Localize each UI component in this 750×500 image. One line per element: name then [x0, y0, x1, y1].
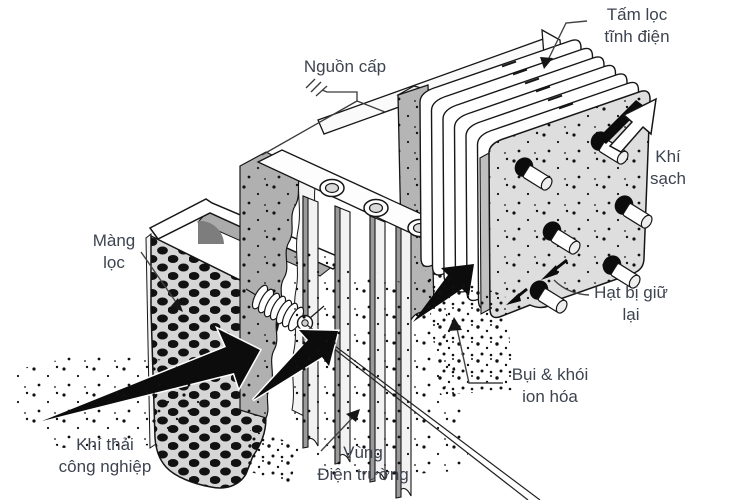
- trapped-particle-arrow-icon: [506, 258, 568, 305]
- clean-air-arrow-icon: [598, 97, 657, 153]
- front-collector-plate: [479, 90, 653, 319]
- label-clean-air: Khí sạch: [650, 147, 686, 188]
- inlet-flow-arrow-icon: [41, 325, 263, 423]
- dust-particles: [15, 240, 515, 485]
- label-electrostatic-plates: Tấm lọc tĩnh điện: [604, 5, 670, 46]
- label-power-supply: Nguồn cấp: [303, 57, 387, 76]
- label-ionized-dust: Bụi & khói ion hóa: [511, 365, 589, 406]
- label-electric-field: Vùng Điện trường: [317, 443, 409, 484]
- label-industrial-exhaust: Khí thải công nghiệp: [58, 435, 152, 476]
- collector-stack: [413, 39, 657, 322]
- power-ground-symbol: [261, 78, 386, 156]
- stud-icon: [514, 131, 653, 314]
- label-trapped-particles: Hạt bị giữ lại: [594, 283, 668, 324]
- label-membrane: Màng lọc: [92, 231, 136, 272]
- leader-lines: [140, 20, 590, 452]
